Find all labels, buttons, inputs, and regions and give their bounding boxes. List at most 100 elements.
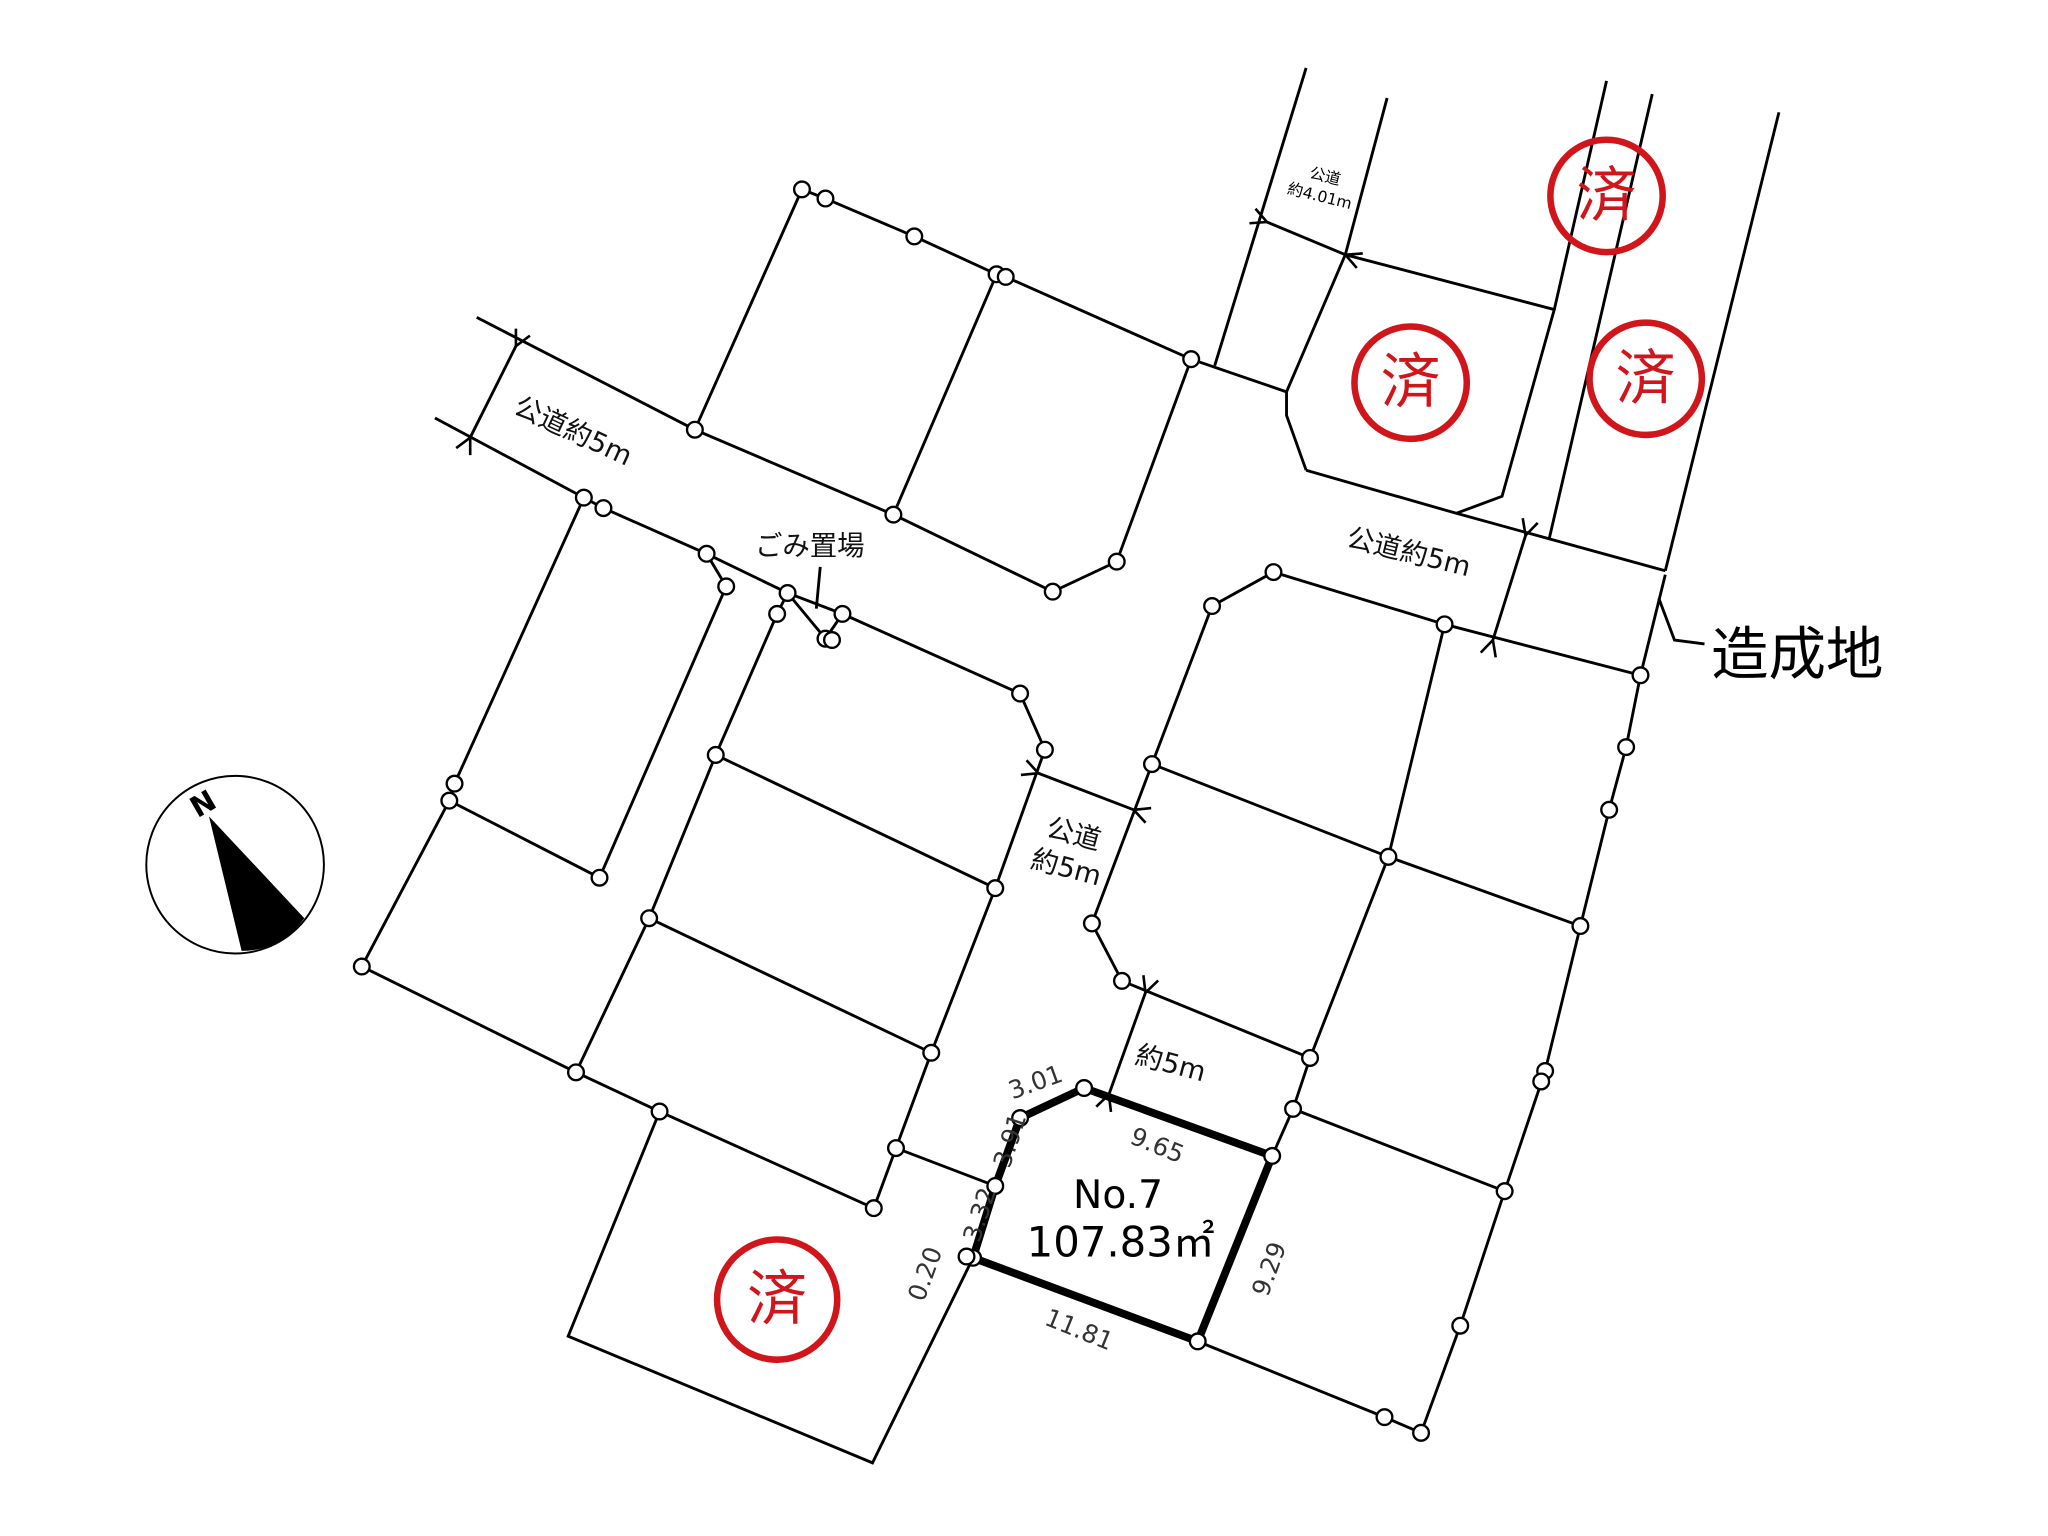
boundary-marker (640, 909, 659, 928)
edge-label: 3.91 (988, 1110, 1033, 1171)
boundary-marker (566, 1063, 586, 1082)
boundary-line (1273, 570, 1641, 677)
boundary-marker (986, 879, 1005, 898)
boundary-line (692, 188, 1193, 594)
boundary-marker (1011, 1109, 1030, 1128)
sold-mark: 済 (1351, 323, 1471, 443)
boundary-marker (778, 583, 797, 602)
boundary-markers (352, 180, 1650, 1442)
boundary-line (1197, 574, 1667, 1435)
edge-label: 3.32 (957, 1184, 1002, 1245)
boundary-marker (1035, 740, 1054, 759)
boundary-marker (996, 267, 1015, 286)
boundary-marker (1301, 1048, 1320, 1067)
boundary-line (1663, 111, 1781, 572)
boundary-marker (352, 957, 371, 976)
boundary-marker (1203, 597, 1222, 616)
boundary-marker (884, 505, 903, 524)
boundary-marker (833, 604, 852, 623)
dimension-arrow (1109, 993, 1146, 1095)
boundary-marker (1379, 847, 1398, 866)
boundary-marker (1451, 1316, 1470, 1335)
boundary-line (476, 316, 696, 431)
lot-number: No.7 (1073, 1173, 1163, 1218)
boundary-line (715, 753, 996, 890)
boundary-line (1305, 468, 1666, 573)
boundary-marker (768, 604, 787, 623)
boundary-marker (445, 774, 464, 793)
boundary-line (1343, 97, 1389, 256)
boundary-marker (1571, 917, 1590, 936)
road-label: 公道約5m (1344, 523, 1474, 584)
boundary-marker (1435, 615, 1454, 634)
boundary-line (1552, 80, 1608, 310)
boundary-marker (1600, 800, 1619, 819)
boundary-marker (957, 1247, 976, 1266)
boundary-marker (1182, 350, 1201, 369)
boundary-line (448, 553, 728, 880)
boundary-marker (1043, 582, 1062, 601)
boundary-line (1308, 623, 1446, 1059)
boundary-marker (650, 1102, 669, 1121)
boundary-marker (1532, 1072, 1551, 1091)
boundary-line (1213, 67, 1308, 367)
north-compass-icon: N (145, 774, 325, 955)
boundary-marker (717, 577, 736, 596)
boundary-marker (685, 420, 704, 439)
boundary-marker (1412, 1423, 1431, 1442)
boundary-line (892, 273, 998, 516)
boundary-marker (1082, 914, 1101, 933)
boundary-marker (440, 791, 459, 810)
road-width-arrows (470, 222, 1525, 1094)
road-label: 約5m (1132, 1040, 1209, 1088)
boundary-line (1285, 391, 1308, 471)
boundary-marker (1142, 755, 1162, 774)
edge-label: 0.20 (902, 1243, 948, 1305)
dimension-arrow (470, 346, 516, 437)
edge-label: 9.29 (1246, 1238, 1292, 1300)
boundary-line (1151, 762, 1581, 928)
boundary-marker (590, 868, 609, 887)
development-land-label: 造成地 (1711, 621, 1883, 688)
boundary-line (574, 592, 789, 1073)
sold-mark: 済 (1547, 136, 1666, 256)
boundary-line (566, 1110, 975, 1465)
lot-area: 107.83㎡ (1027, 1217, 1215, 1266)
boundary-line (359, 416, 1047, 1211)
boundary-marker (1188, 1332, 1207, 1351)
sold-mark: 済 (713, 1236, 841, 1363)
garbage-area-label: ごみ置場 (755, 531, 865, 562)
boundary-marker (822, 630, 842, 650)
boundary-marker (816, 189, 835, 208)
edge-label: 9.65 (1126, 1121, 1188, 1169)
boundary-marker (905, 227, 924, 246)
boundary-line (1547, 93, 1654, 540)
road-label: 公道約5m (509, 391, 637, 472)
boundary-marker (1375, 1408, 1394, 1427)
boundary-marker (886, 1139, 906, 1158)
boundary-marker (1011, 684, 1030, 703)
svg-text:済: 済 (747, 1265, 807, 1335)
boundary-line (648, 916, 932, 1055)
boundary-marker (792, 180, 811, 199)
svg-text:済: 済 (1576, 161, 1636, 231)
boundary-marker (594, 499, 613, 518)
boundary-marker (706, 745, 725, 764)
boundary-line (801, 188, 1287, 394)
boundary-marker (1264, 563, 1283, 582)
boundary-marker (1075, 1078, 1094, 1098)
boundary-marker (1112, 971, 1131, 990)
boundary-marker (1495, 1182, 1514, 1201)
boundary-marker (574, 488, 593, 507)
boundary-marker (1617, 738, 1636, 757)
svg-text:済: 済 (1381, 348, 1441, 418)
svg-text:済: 済 (1616, 344, 1676, 414)
boundary-marker (1263, 1146, 1282, 1165)
boundary-line (1292, 1107, 1506, 1193)
dimension-arrow (1038, 773, 1133, 810)
boundary-marker (922, 1043, 941, 1062)
boundary-marker (1631, 666, 1650, 685)
boundary-line (895, 1146, 996, 1188)
boundary-marker (1107, 552, 1126, 571)
dimension-arrow (1493, 536, 1526, 640)
